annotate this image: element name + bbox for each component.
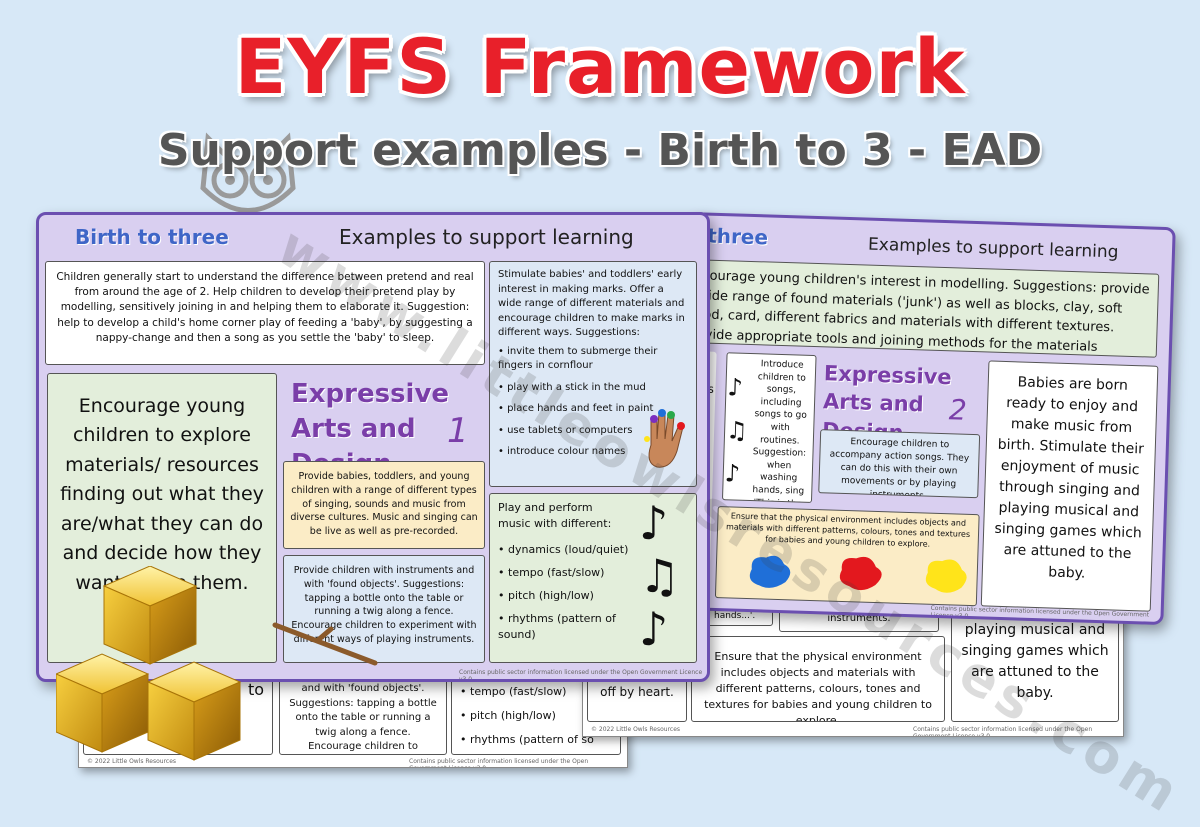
front-intro-text: Children generally start to understand t…: [56, 271, 474, 344]
front-area-number: 1: [447, 411, 469, 451]
front-marks-list: invite them to submerge their fingers in…: [498, 345, 688, 460]
under-left-footer: Contains public sector information licen…: [409, 758, 589, 767]
under-left-pitch: • pitch (high/low): [460, 708, 556, 722]
front-big-text: Encourage young children to explore mate…: [60, 395, 264, 594]
under-right-footer: Contains public sector information licen…: [913, 726, 1093, 737]
back-modelling-box: Encourage young children's interest in m…: [678, 258, 1160, 358]
back-songs-text: Introduce children to songs, including s…: [752, 359, 807, 503]
under-left-rhythms: • rhythms (pattern of so: [460, 732, 594, 746]
front-marks-box: Stimulate babies' and toddlers' early in…: [489, 261, 697, 487]
golden-blocks-icon: [54, 565, 246, 780]
under-right-environment-box: Ensure that the physical environment inc…: [691, 636, 945, 722]
under-right-environment-text: Ensure that the physical environment inc…: [704, 650, 932, 722]
page-subtitle: Support examples - Birth to 3 - EAD: [157, 125, 1043, 176]
front-sheet-ead-1: Birth to three Examples to support learn…: [36, 212, 710, 682]
owl-logo-icon: [188, 118, 308, 232]
page-title: EYFS Framework: [234, 22, 966, 111]
under-left-tempo: • tempo (fast/slow): [460, 685, 567, 698]
under-left-instruments-text: and with 'found objects'. Suggestions: t…: [289, 683, 437, 752]
front-songs-box: Provide babies, toddlers, and young chil…: [283, 461, 485, 549]
front-music-intro: Play and perform music with different:: [498, 501, 612, 530]
back-action-songs-box: Encourage children to accompany action s…: [818, 429, 981, 499]
music-notes-icon: ♪♫♪: [639, 496, 681, 656]
list-item: place hands and feet in paint: [498, 402, 688, 417]
back-action-songs-text: Encourage children to accompany action s…: [829, 437, 970, 499]
back-sheet-ead-2: Birth to three Examples to support learn…: [677, 212, 1176, 626]
under-left-copyright: © 2022 Little Owls Resources: [87, 758, 177, 765]
list-item: use tablets or computers: [498, 424, 688, 439]
back-babies-box: Babies are born ready to enjoy and make …: [980, 360, 1159, 612]
front-instruments-text: Provide children with instruments and wi…: [291, 565, 477, 645]
front-music-list: dynamics (loud/quiet) tempo (fast/slow) …: [498, 542, 688, 643]
twig-icon: [271, 619, 381, 673]
list-item: invite them to submerge their fingers in…: [498, 345, 688, 374]
under-left-to-text: to: [247, 680, 264, 699]
back-area-number: 2: [948, 393, 968, 427]
list-item: tempo (fast/slow): [498, 565, 688, 581]
front-marks-intro: Stimulate babies' and toddlers' early in…: [498, 269, 685, 338]
front-instruments-box: Provide children with instruments and wi…: [283, 555, 485, 663]
list-item: dynamics (loud/quiet): [498, 542, 688, 558]
back-babies-text: Babies are born ready to enjoy and make …: [994, 374, 1145, 582]
back-music-notes-icon: ♪♫♪: [724, 373, 749, 489]
front-age-tag: Birth to three: [75, 225, 229, 249]
back-modelling-text: Encourage young children's interest in m…: [683, 267, 1150, 358]
list-item: pitch (high/low): [498, 588, 688, 604]
front-intro-box: Children generally start to understand t…: [45, 261, 485, 365]
paint-blobs-icon: [741, 547, 972, 604]
back-header: Examples to support learning: [867, 234, 1119, 263]
painted-hand-icon: [637, 405, 695, 479]
front-songs-text: Provide babies, toddlers, and young chil…: [290, 471, 478, 538]
front-music-box: Play and perform music with different: d…: [489, 493, 697, 663]
list-item: rhythms (pattern of sound): [498, 611, 628, 643]
under-right-copyright: © 2022 Little Owls Resources: [591, 726, 681, 733]
list-item: play with a stick in the mud: [498, 381, 688, 396]
front-header: Examples to support learning: [339, 225, 634, 249]
front-footer: Contains public sector information licen…: [459, 669, 703, 682]
list-item: introduce colour names: [498, 445, 688, 460]
